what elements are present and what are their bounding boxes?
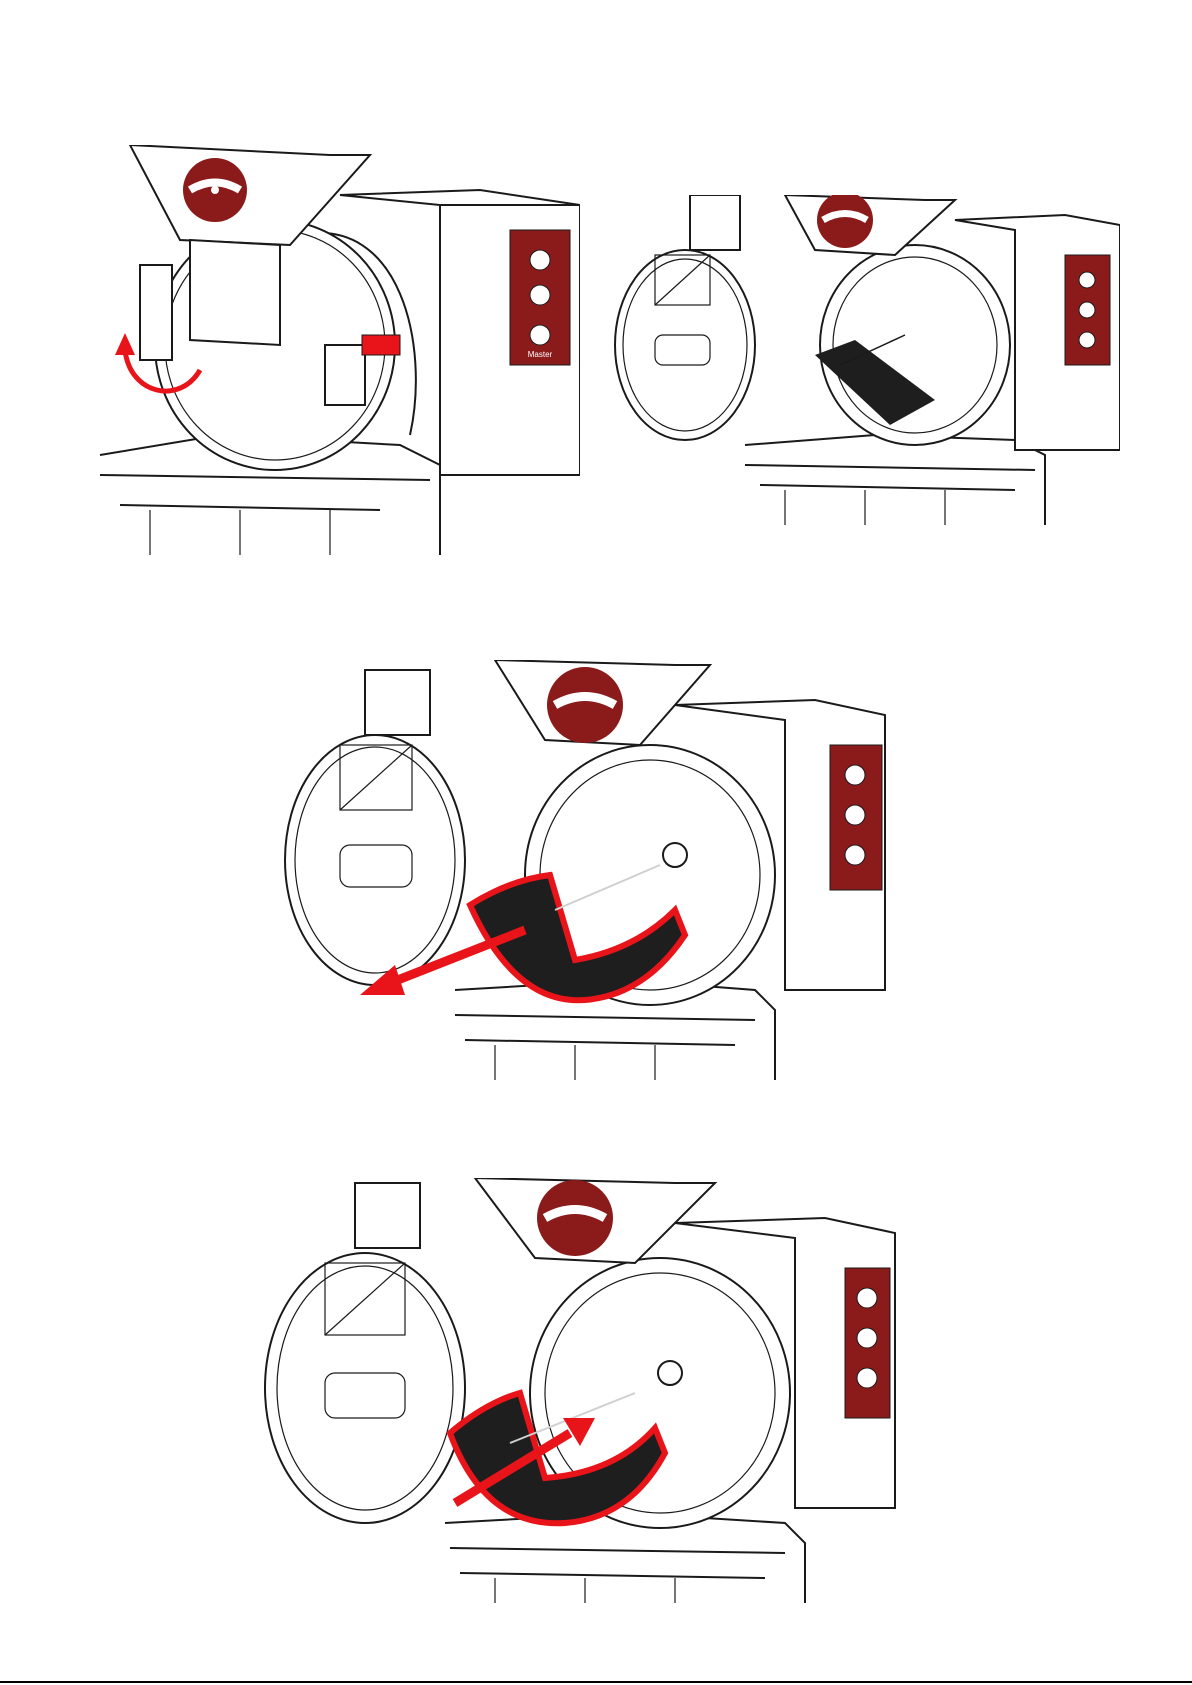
- step1-closed-door-panel: Master: [100, 145, 580, 555]
- drum-door-open: [285, 735, 465, 985]
- page-bottom-rule: [0, 1681, 1192, 1683]
- red-latch-highlight: [362, 335, 400, 355]
- door-clamp: [140, 265, 172, 360]
- step2-open-door-panel: [595, 195, 1120, 525]
- step3-remove-screen-panel: [255, 660, 925, 1080]
- control-panel-brand-text: Master: [528, 350, 553, 359]
- hopper: [130, 145, 370, 245]
- step4-insert-screen-panel: [245, 1178, 935, 1603]
- step2-illustration: [595, 195, 1120, 525]
- step3-illustration: [255, 660, 925, 1080]
- step1-illustration: Master: [100, 145, 580, 555]
- step4-illustration: [245, 1178, 935, 1603]
- drum-door-open: [265, 1253, 465, 1523]
